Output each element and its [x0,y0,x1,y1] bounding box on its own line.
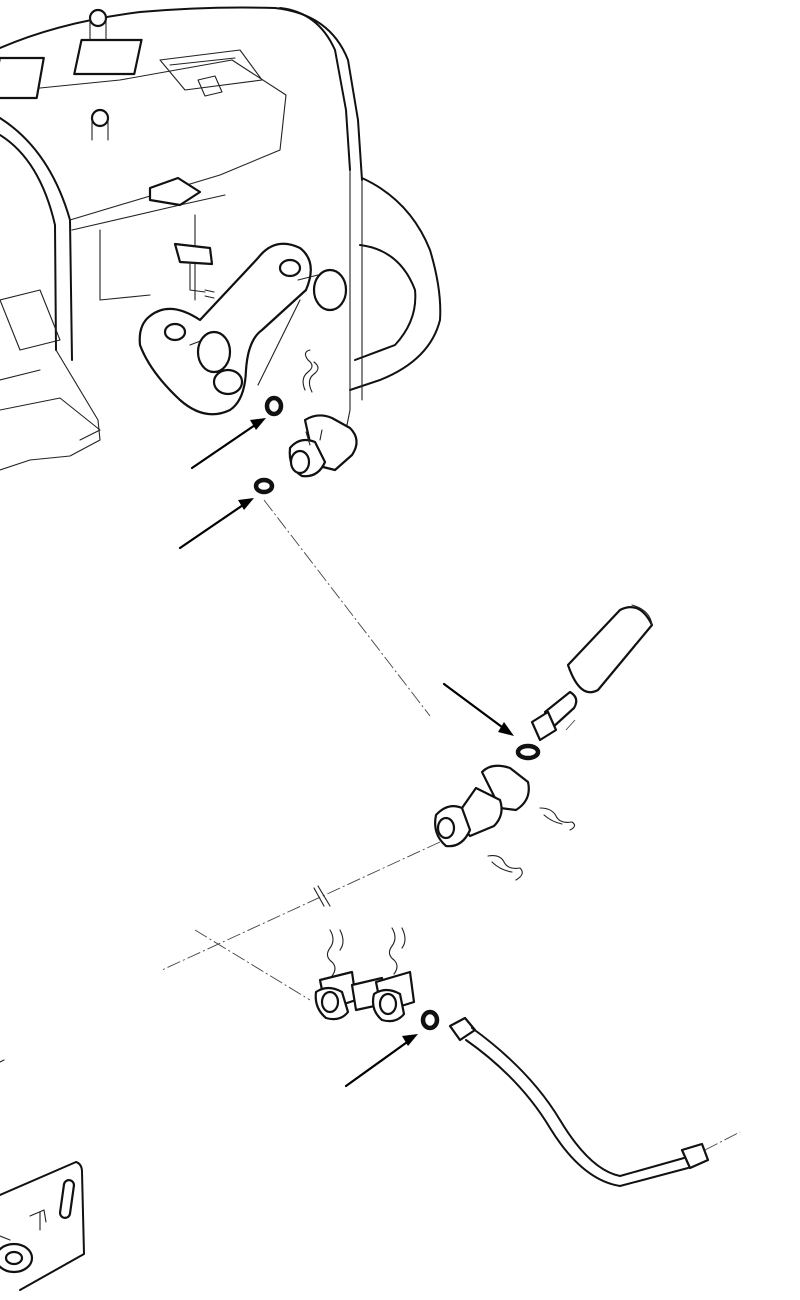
arrow-seal-upper [190,418,266,470]
spring-clip-elbow-b [487,855,523,881]
spring-clip-lower-a [326,929,344,977]
leader-line-upper [263,499,431,717]
leader-line-middle [161,841,441,971]
knob-lower [189,330,232,374]
seal-ring-upper [264,395,284,417]
spring-clip-elbow-a [539,807,576,831]
leader-line-tube [704,1131,741,1151]
hose-sleeve [566,604,654,694]
seal-ring-elbow [515,743,541,761]
seal-ring-middle [253,477,275,495]
leader-line-hose [565,719,576,731]
knob-upper [297,268,348,312]
machine-housing [0,6,442,471]
spring-clip-upper [302,349,319,393]
upper-connector [288,414,358,478]
metal-tube [448,1016,710,1187]
mounting-bracket [138,242,312,416]
elbow-connector [434,764,530,848]
base-plate [0,1059,85,1291]
leader-line-lower [194,929,311,1001]
nozzle [530,690,578,742]
arrow-seal-middle [178,498,254,550]
arrow-seal-lower [344,1034,418,1088]
double-connector [314,970,416,1023]
arrow-seal-elbow [442,682,514,736]
seal-ring-lower [420,1009,440,1031]
spring-clip-lower-b [388,927,406,975]
small-pin [313,885,331,907]
